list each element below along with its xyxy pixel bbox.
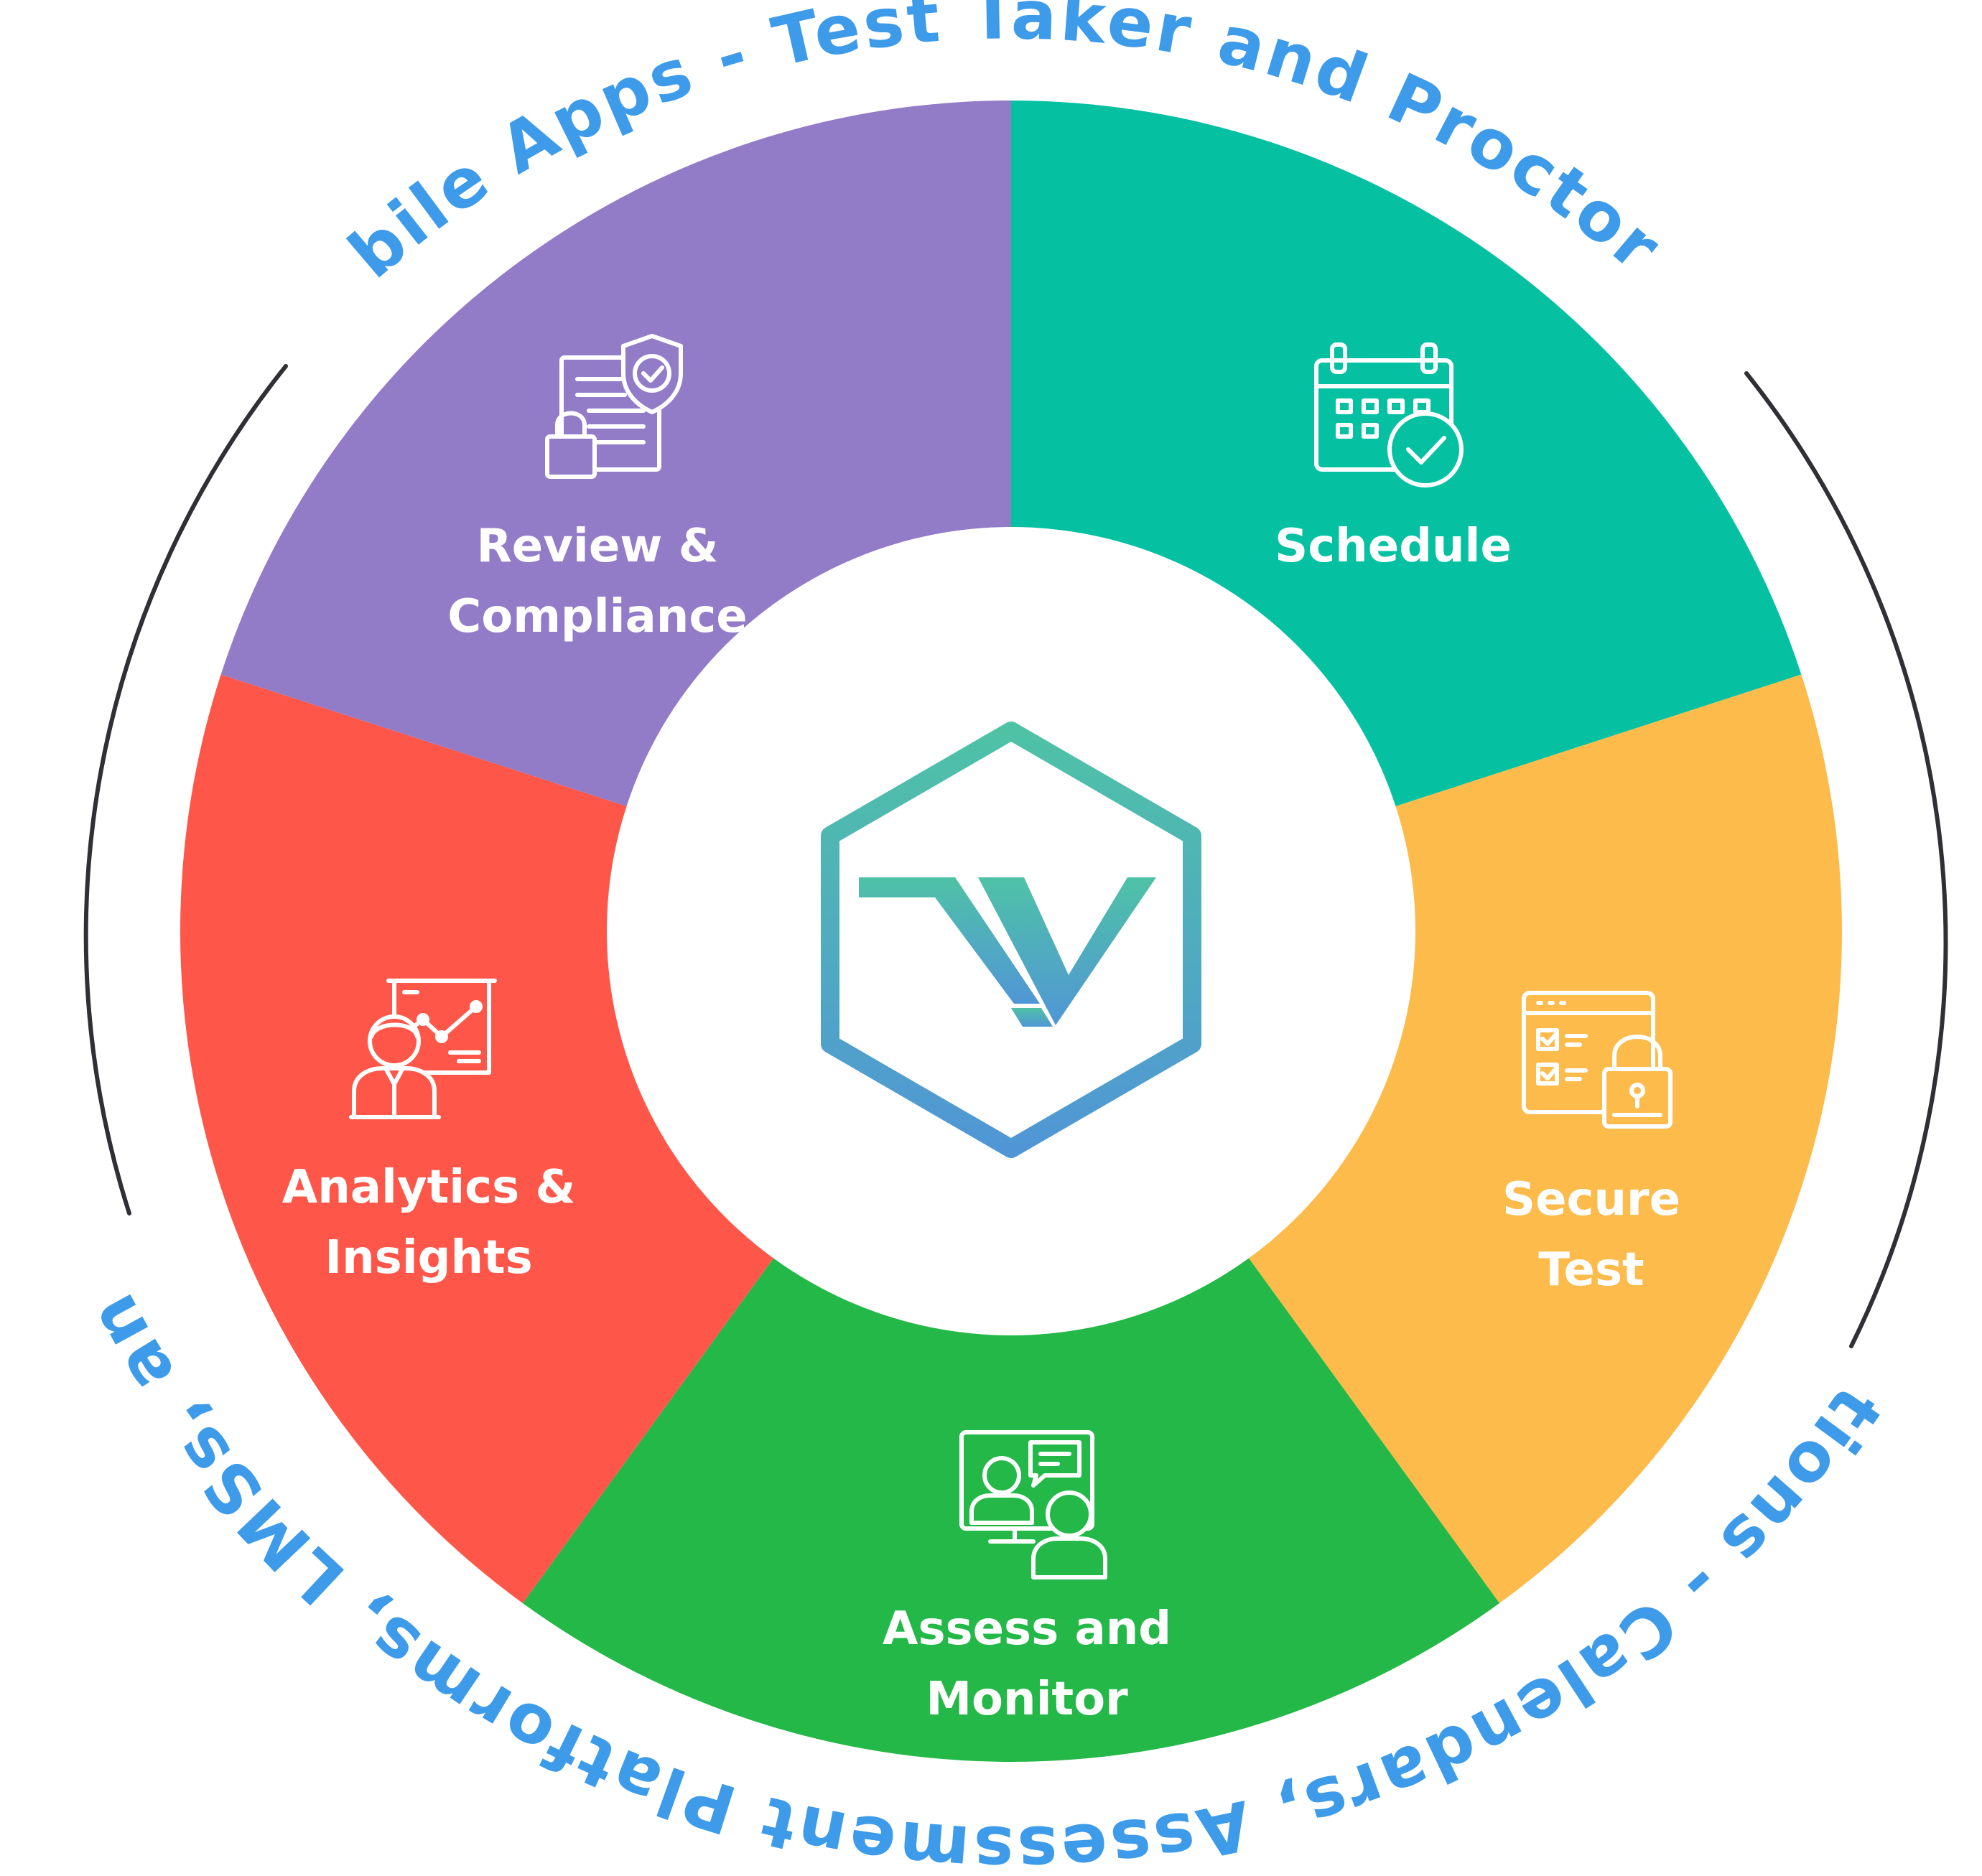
segment-label-analytics-insights: Analytics &Insights	[282, 1161, 576, 1284]
segment-label-schedule: Schedule	[1275, 520, 1512, 573]
presenter-chart-icon	[349, 979, 497, 1119]
document-shield-icon	[545, 334, 683, 479]
video-chat-icon	[959, 1430, 1107, 1579]
hexagon-v-logo	[821, 722, 1201, 1158]
segment-assess	[522, 931, 1500, 1762]
checklist-lock-icon	[1522, 991, 1672, 1129]
right-bracket-arc	[1744, 371, 1948, 1348]
left-bracket-arc	[83, 364, 288, 1215]
calendar-check-icon	[1314, 342, 1464, 487]
segment-label-review-compliance: Review &Compliance	[447, 520, 747, 643]
